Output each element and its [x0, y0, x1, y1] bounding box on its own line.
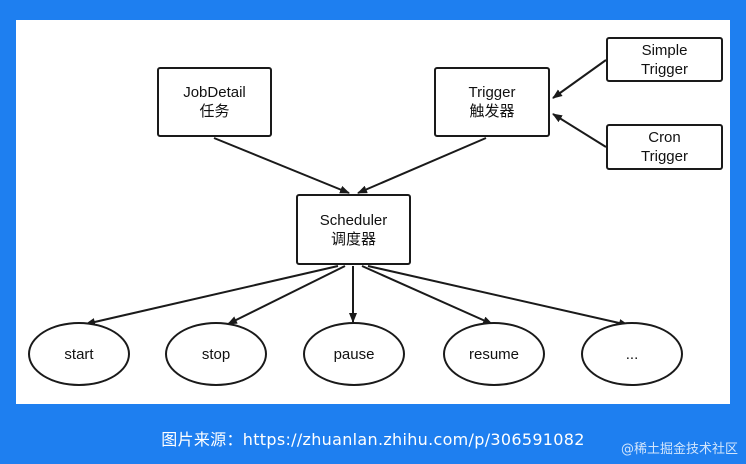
action-start-label: start [64, 345, 94, 363]
action-stop-label: stop [201, 345, 231, 363]
arrow-trigger-scheduler [357, 137, 487, 194]
arrow-simple-trigger [552, 59, 607, 99]
jobdetail-box: JobDetail 任务 [157, 67, 272, 137]
action-resume: resume [443, 322, 545, 386]
jobdetail-sublabel: 任务 [199, 103, 230, 120]
jobdetail-label: JobDetail [183, 84, 246, 101]
simple-trigger-label: Simple [641, 41, 688, 59]
cron-trigger-box: Cron Trigger [606, 124, 723, 170]
action-stop: stop [165, 322, 267, 386]
scheduler-sublabel: 调度器 [330, 230, 376, 248]
action-resume-label: resume [468, 345, 520, 363]
arrow-cron-trigger [552, 113, 607, 148]
cron-trigger-label: Cron [648, 129, 681, 146]
action-pause-label: pause [333, 345, 375, 363]
action-start: start [28, 322, 130, 386]
diagram-panel: JobDetail 任务 Trigger 触发器 Simple Trigger … [16, 20, 730, 404]
arrow-scheduler-stop [227, 265, 346, 325]
arrow-scheduler-more [367, 265, 629, 327]
arrow-scheduler-resume [361, 265, 493, 325]
simple-trigger-sublabel: Trigger [641, 60, 688, 78]
arrow-jobdetail-scheduler [213, 137, 350, 194]
trigger-box: Trigger 触发器 [434, 67, 550, 137]
trigger-sublabel: 触发器 [469, 103, 515, 120]
connectors [85, 59, 629, 327]
arrow-scheduler-start [85, 265, 339, 326]
simple-trigger-box: Simple Trigger [606, 37, 723, 82]
scheduler-label: Scheduler [319, 211, 388, 229]
site-watermark: @稀土掘金技术社区 [620, 442, 738, 457]
trigger-label: Trigger [468, 84, 516, 101]
action-pause: pause [303, 322, 405, 386]
cron-trigger-sublabel: Trigger [641, 148, 688, 165]
image-source-caption: 图片来源：https://zhuanlan.zhihu.com/p/306591… [161, 430, 585, 449]
action-more-label: ... [625, 345, 639, 363]
action-more: ... [581, 322, 683, 386]
scheduler-box: Scheduler 调度器 [296, 194, 411, 265]
